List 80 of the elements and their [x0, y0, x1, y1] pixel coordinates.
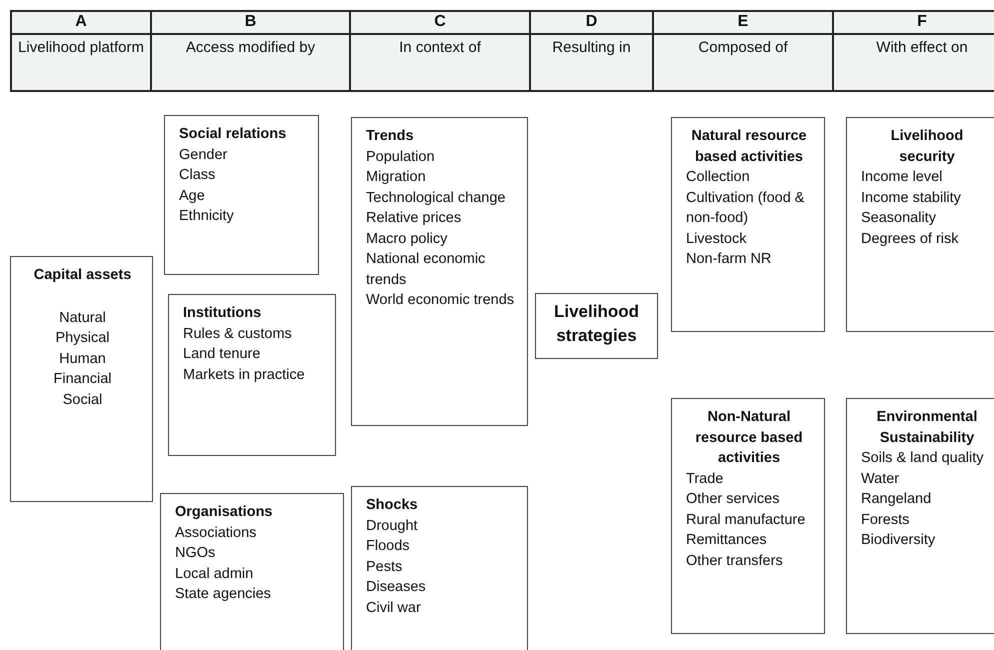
list-item: Collection — [686, 168, 751, 187]
list-item: Civil war — [366, 598, 422, 618]
list-item: Natural — [58, 308, 107, 328]
column-letter: B — [152, 12, 351, 35]
column-heading: In context of — [351, 35, 531, 92]
box-heading: Livelihood security — [890, 127, 964, 166]
list-item: World economic trends — [366, 291, 515, 310]
category-box — [535, 293, 658, 359]
category-box — [160, 493, 344, 650]
list-item: Population — [366, 148, 436, 166]
category-box — [164, 115, 319, 275]
category-box — [846, 117, 994, 332]
category-box — [168, 294, 336, 456]
list-item: Social — [62, 390, 104, 410]
category-box — [351, 486, 528, 650]
list-item: Degrees of risk — [861, 230, 960, 248]
list-item: Seasonality — [861, 209, 937, 228]
category-box — [846, 398, 994, 634]
column-letter: E — [654, 12, 834, 35]
list-item: Biodiversity — [861, 531, 936, 550]
list-item: Local admin — [175, 564, 254, 584]
list-item: Migration — [366, 168, 427, 187]
column-letter: F — [834, 12, 994, 35]
list-item: Associations — [175, 524, 258, 542]
list-item: NGOs — [175, 544, 216, 563]
column-heading: Resulting in — [531, 35, 654, 92]
list-item: Ethnicity — [179, 207, 235, 226]
list-item: Technological change — [366, 188, 506, 208]
box-heading: Natural resource based activities — [690, 127, 808, 166]
list-item: Financial — [52, 370, 113, 389]
column-heading: Composed of — [654, 35, 834, 92]
list-item: Human — [58, 350, 107, 368]
box-heading: Social relations — [179, 125, 288, 144]
list-item: Class — [179, 166, 216, 185]
column-letter: C — [351, 12, 531, 35]
list-item: Drought — [366, 516, 419, 536]
list-item: National economic trends — [366, 250, 486, 290]
column-letter: A — [12, 12, 152, 35]
box-heading: Capital assets — [32, 266, 132, 285]
list-item: Floods — [366, 537, 411, 556]
list-item: Age — [179, 186, 206, 206]
box-heading: Livelihood strategies — [553, 301, 640, 347]
column-heading: With effect on — [834, 35, 994, 92]
list-item: Relative prices — [366, 209, 462, 228]
column-letter: D — [531, 12, 654, 35]
list-item: State agencies — [175, 585, 272, 604]
list-item: Cultivation (food & non-food) — [686, 188, 806, 228]
list-item: Trade — [686, 470, 724, 488]
list-item: Macro policy — [366, 230, 448, 248]
box-heading: Shocks — [366, 496, 419, 515]
category-box — [671, 398, 825, 634]
list-item: Other transfers — [686, 552, 784, 570]
list-item: Rural manufacture — [686, 510, 806, 530]
list-item: Other services — [686, 490, 780, 509]
list-item: Pests — [366, 558, 404, 576]
list-item: Gender — [179, 146, 228, 164]
list-item: Non-farm NR — [686, 250, 772, 269]
list-item: Income level — [861, 168, 944, 187]
box-heading: Environmental Sustainability — [876, 408, 978, 448]
box-heading: Trends — [366, 127, 415, 146]
list-item: Livestock — [686, 230, 748, 248]
list-item: Soils & land quality — [861, 449, 985, 468]
column-heading: Livelihood platform — [12, 35, 152, 92]
category-box — [351, 117, 528, 426]
list-item: Markets in practice — [183, 366, 306, 384]
category-box — [671, 117, 825, 332]
list-item: Remittances — [686, 531, 768, 550]
list-item: Rules & customs — [183, 324, 293, 344]
list-item: Rangeland — [861, 490, 932, 509]
column-heading: Access modified by — [152, 35, 351, 92]
list-item: Forests — [861, 510, 910, 530]
list-item: Water — [861, 470, 900, 488]
list-item: Income stability — [861, 188, 962, 208]
category-box — [10, 256, 153, 502]
list-item: Land tenure — [183, 345, 262, 364]
box-heading: Non-Natural resource based activities — [694, 408, 804, 468]
list-item: Physical — [54, 329, 110, 348]
box-heading: Institutions — [183, 304, 262, 323]
box-heading: Organisations — [175, 503, 274, 522]
list-item: Diseases — [366, 578, 427, 597]
